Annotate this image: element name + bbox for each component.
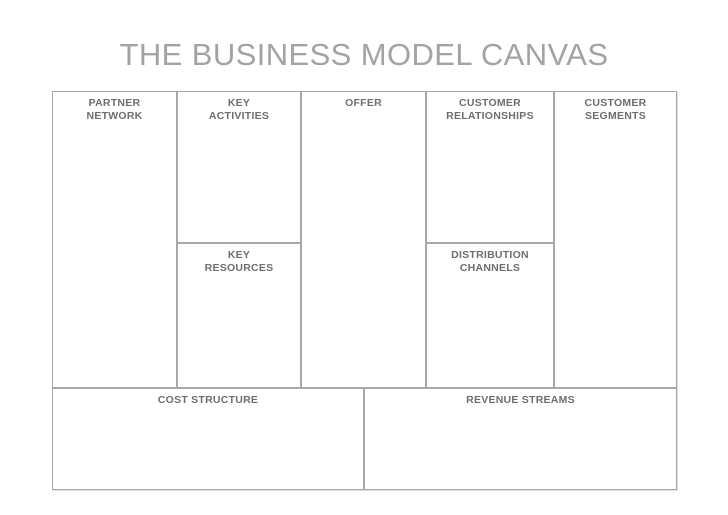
canvas-block-label-distribution-channels: DISTRIBUTION CHANNELS [451,249,529,274]
canvas-block-customer-segments[interactable]: CUSTOMER SEGMENTS [554,91,677,388]
canvas-block-partner-network[interactable]: PARTNER NETWORK [52,91,177,388]
canvas-block-label-offer: OFFER [345,97,382,109]
canvas-block-revenue-streams[interactable]: REVENUE STREAMS [364,388,677,490]
canvas-block-label-revenue-streams: REVENUE STREAMS [466,394,575,406]
canvas-block-cost-structure[interactable]: COST STRUCTURE [52,388,364,490]
canvas-block-label-partner-network: PARTNER NETWORK [86,97,143,122]
canvas-grid: PARTNER NETWORK KEY ACTIVITIES KEY RESOU… [52,91,677,490]
canvas-block-label-key-activities: KEY ACTIVITIES [208,97,270,122]
canvas-block-customer-relationships[interactable]: CUSTOMER RELATIONSHIPS [426,91,554,243]
canvas-block-distribution-channels[interactable]: DISTRIBUTION CHANNELS [426,243,554,388]
canvas-block-label-key-resources: KEY RESOURCES [204,249,274,274]
canvas-block-offer[interactable]: OFFER [301,91,426,388]
canvas-block-key-activities[interactable]: KEY ACTIVITIES [177,91,301,243]
canvas-block-label-customer-segments: CUSTOMER SEGMENTS [584,97,647,122]
canvas-block-label-cost-structure: COST STRUCTURE [157,394,259,406]
page-title: THE BUSINESS MODEL CANVAS [119,37,609,72]
canvas-block-label-customer-relationships: CUSTOMER RELATIONSHIPS [446,97,534,122]
canvas-block-key-resources[interactable]: KEY RESOURCES [177,243,301,388]
